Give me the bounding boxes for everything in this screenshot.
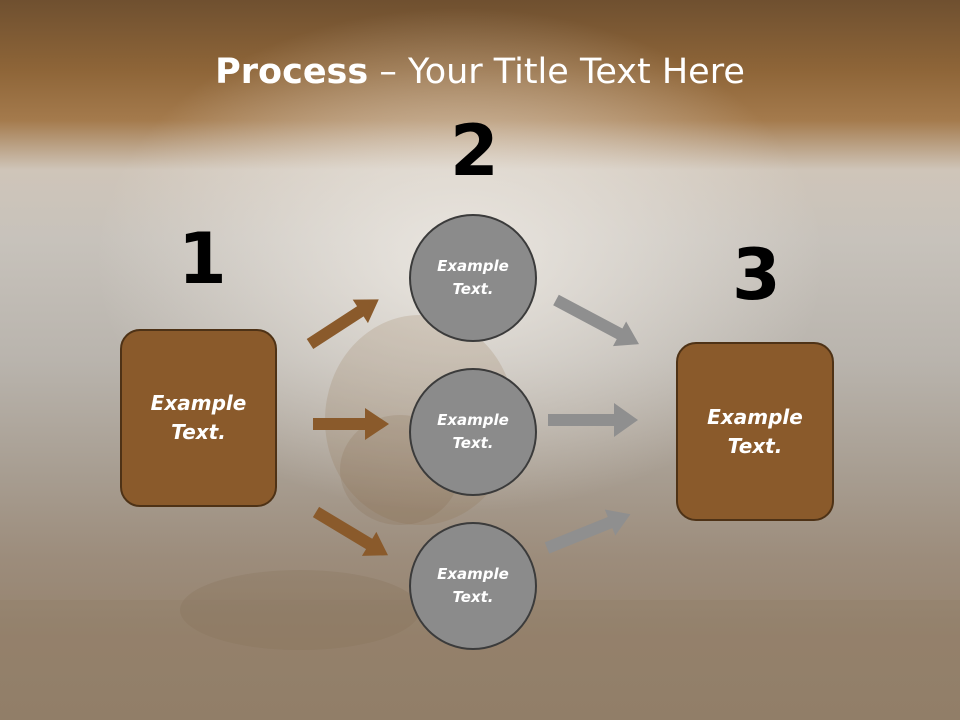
- circle-bottom-line2: Text.: [452, 588, 494, 606]
- circle-top-line1: Example: [437, 257, 509, 275]
- circle-top-line2: Text.: [452, 280, 494, 298]
- arrow-gray-right: [548, 403, 638, 437]
- step-1-box: Example Text.: [120, 329, 277, 507]
- arrow-gray-down: [553, 294, 639, 347]
- arrow-brown-right: [313, 408, 389, 440]
- step-3-line1: Example: [707, 404, 803, 429]
- circle-middle-line2: Text.: [452, 434, 494, 452]
- arrow-brown-up: [306, 299, 379, 350]
- circle-middle: Example Text.: [409, 368, 537, 496]
- step-3-line2: Text.: [727, 433, 783, 458]
- title-bold: Process: [215, 52, 369, 92]
- arrow-brown-down: [312, 506, 389, 556]
- circle-bottom: Example Text.: [409, 522, 537, 650]
- circle-middle-line1: Example: [437, 411, 509, 429]
- step-number-3: 3: [732, 234, 781, 316]
- step-1-line1: Example: [150, 391, 247, 415]
- circle-bottom-line1: Example: [437, 565, 509, 583]
- title-rest: – Your Title Text Here: [368, 52, 745, 92]
- step-3-box: Example Text.: [676, 342, 834, 521]
- slide-title: Process – Your Title Text Here: [0, 52, 960, 92]
- step-1-line2: Text.: [171, 420, 226, 444]
- circle-top: Example Text.: [409, 214, 537, 342]
- step-number-1: 1: [178, 218, 227, 300]
- step-number-2: 2: [450, 110, 499, 192]
- arrow-gray-up: [544, 509, 631, 554]
